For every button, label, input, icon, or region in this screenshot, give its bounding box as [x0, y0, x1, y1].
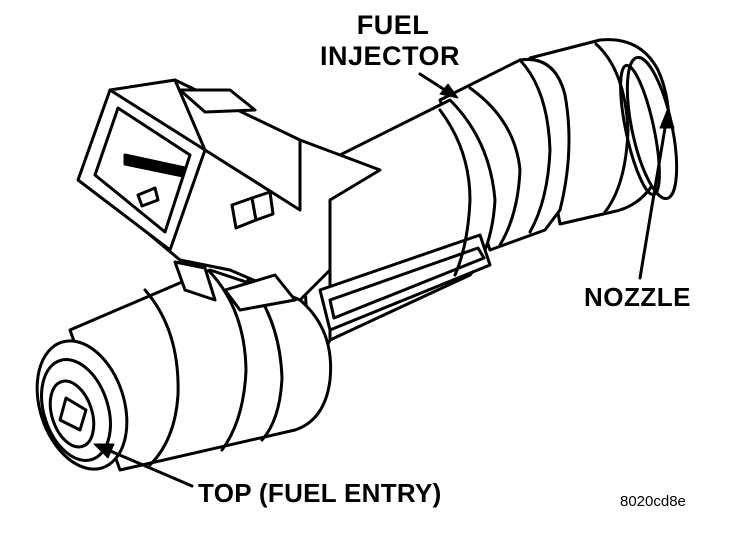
callout-arrows [93, 72, 675, 488]
upper-barrel [438, 57, 571, 252]
fuel-injector-label: FUEL INJECTOR [318, 12, 468, 70]
top-fuel-entry-end [35, 339, 129, 471]
arrow-fuel-injector [418, 72, 450, 94]
top-fuel-entry-label: TOP (FUEL ENTRY) [198, 478, 442, 508]
arrow-top-fuel-entry [106, 448, 194, 488]
nozzle-label: NOZZLE [584, 282, 691, 312]
fuel-injector-label-line1: FUEL [356, 10, 430, 40]
lower-barrel [68, 268, 333, 472]
figure-code: 8020cd8e [620, 493, 686, 510]
arrow-nozzle [638, 120, 668, 280]
electrical-connector [76, 78, 382, 312]
fuel-injector-label-line2: INJECTOR [319, 41, 461, 71]
